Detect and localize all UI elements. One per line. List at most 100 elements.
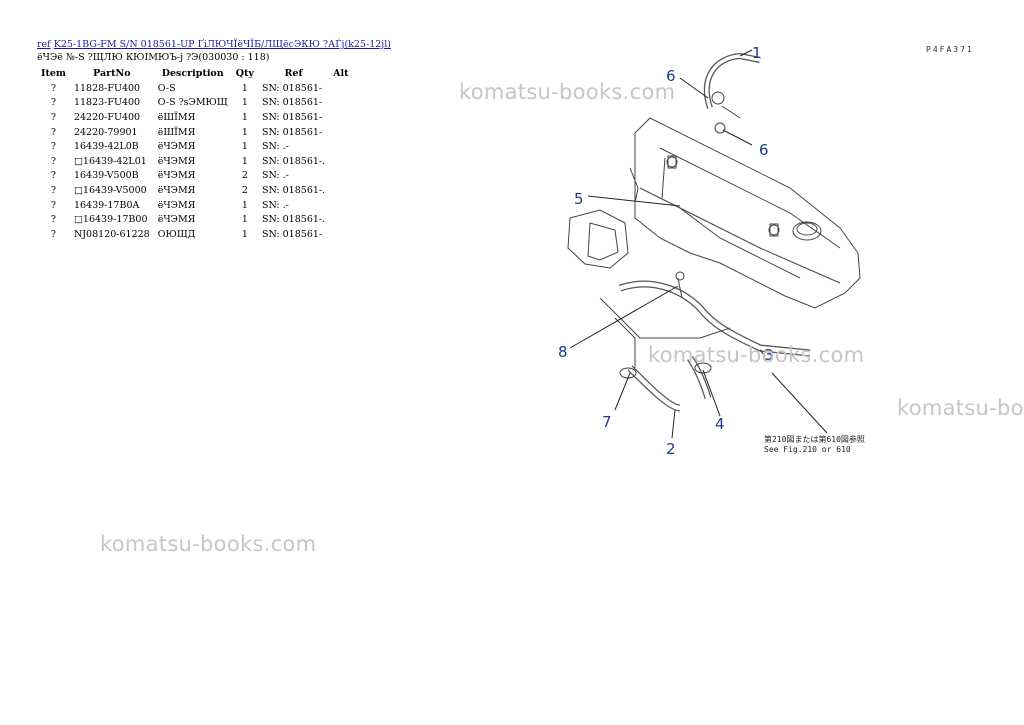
- table-row: ? 24220-FU400 ёШЇМЯ 1 SN: 018561-: [37, 110, 353, 125]
- cell-partno: □16439-17B00: [73, 214, 148, 226]
- callout-2: 2: [666, 440, 676, 458]
- cell-ref: SN: 018561-.: [261, 184, 326, 196]
- table-row: ? □16439-17B00 ёЧЭМЯ 1 SN: 018561-.: [37, 212, 353, 227]
- cell-alt: [329, 110, 352, 125]
- cell-qty: 1: [241, 141, 248, 153]
- ref-link[interactable]: ref: [37, 39, 51, 50]
- model-link[interactable]: K25-1BG-FM S/N 018561-UP ҐіЛЮЧЇёЧЇБ/ЛЩёс…: [53, 39, 391, 50]
- cell-item: ?: [50, 82, 57, 94]
- cell-ref: SN: 018561-: [261, 82, 323, 94]
- cell-alt: [329, 198, 352, 213]
- cell-desc: ёЧЭМЯ: [157, 214, 196, 226]
- col-alt: Alt: [333, 68, 349, 79]
- group-title: ёЧЭё №-S ?ЩЛЮ КЮІМЮЪ-ј ?Э(030030 : 118): [37, 52, 270, 63]
- cell-alt: [329, 81, 352, 96]
- reference-note-en: See Fig.210 or 610: [764, 445, 851, 454]
- cell-qty: 2: [241, 184, 248, 196]
- cell-alt: [329, 139, 352, 154]
- col-partno: PartNo: [93, 68, 131, 79]
- col-qty: Qty: [235, 68, 254, 79]
- watermark: komatsu-books.com: [897, 396, 1024, 420]
- watermark: komatsu-books.com: [100, 532, 317, 556]
- cell-qty: 1: [241, 155, 248, 167]
- cell-qty: 1: [241, 111, 248, 123]
- cell-partno: 24220-79901: [73, 126, 138, 138]
- callout-6a: 6: [666, 67, 676, 85]
- cell-item: ?: [50, 214, 57, 226]
- cell-desc: O-S: [157, 82, 176, 94]
- parts-diagram: 1 6 6 5 8 3 7 4 2 第210図または第610図参照 See Fi…: [558, 44, 865, 458]
- cell-qty: 1: [241, 228, 248, 240]
- cell-alt: [329, 154, 352, 169]
- cell-item: ?: [50, 228, 57, 240]
- cell-qty: 1: [241, 97, 248, 109]
- cell-qty: 1: [241, 214, 248, 226]
- cell-item: ?: [50, 155, 57, 167]
- bolt-8-outline: [677, 277, 683, 299]
- cell-partno: 16439-17B0A: [73, 199, 140, 211]
- callout-4: 4: [715, 415, 725, 433]
- cell-desc: ёШЇМЯ: [157, 111, 196, 123]
- cell-qty: 1: [241, 199, 248, 211]
- cell-alt: [329, 227, 352, 242]
- cell-partno: 24220-FU400: [73, 111, 141, 123]
- cell-alt: [329, 125, 352, 140]
- hose-1-outline: [703, 52, 761, 109]
- cell-item: ?: [50, 97, 57, 109]
- cell-desc: ОЮЩД: [157, 228, 196, 240]
- cell-ref: SN: 018561-.: [261, 214, 326, 226]
- table-row: ? 16439-42L0B ёЧЭМЯ 1 SN: .-: [37, 139, 353, 154]
- cell-item: ?: [50, 141, 57, 153]
- callout-8: 8: [558, 343, 568, 361]
- table-row: ? □16439-V5000 ёЧЭМЯ 2 SN: 018561-.: [37, 183, 353, 198]
- cell-desc: ёЧЭМЯ: [157, 155, 196, 167]
- callout-1: 1: [752, 44, 762, 62]
- cell-alt: [329, 96, 352, 111]
- cell-item: ?: [50, 199, 57, 211]
- col-ref: Ref: [284, 68, 303, 79]
- cell-ref: SN: 018561-: [261, 126, 323, 138]
- cell-desc: ёЧЭМЯ: [157, 141, 196, 153]
- callout-3: 3: [764, 346, 774, 364]
- cell-partno: NJ08120-61228: [73, 228, 150, 240]
- callout-7: 7: [602, 413, 612, 431]
- cell-partno: 16439-V500B: [73, 170, 139, 182]
- cell-qty: 1: [241, 126, 248, 138]
- cell-ref: SN: 018561-: [261, 97, 323, 109]
- callout-6b: 6: [759, 141, 769, 159]
- cell-ref: SN: .-: [261, 199, 289, 211]
- cell-partno: 11823-FU400: [73, 97, 141, 109]
- cell-qty: 1: [241, 82, 248, 94]
- cell-item: ?: [50, 170, 57, 182]
- table-row: ? 16439-17B0A ёЧЭМЯ 1 SN: .-: [37, 198, 353, 213]
- cell-ref: SN: .-: [261, 141, 289, 153]
- cell-desc: ёЧЭМЯ: [157, 199, 196, 211]
- cell-desc: ёШЇМЯ: [157, 126, 196, 138]
- col-description: Description: [161, 68, 224, 79]
- page-header: ref K25-1BG-FM S/N 018561-UP ҐіЛЮЧЇёЧЇБ/…: [37, 39, 391, 51]
- cell-ref: SN: .-: [261, 170, 289, 182]
- cell-item: ?: [50, 184, 57, 196]
- cell-partno: □16439-V5000: [73, 184, 147, 196]
- cell-alt: [329, 212, 352, 227]
- cell-desc: ёЧЭМЯ: [157, 184, 196, 196]
- callout-5: 5: [574, 190, 584, 208]
- cell-partno: □16439-42L01: [73, 155, 147, 167]
- table-header-row: Item PartNo Description Qty Ref Alt: [37, 66, 353, 81]
- figure-code: P4FA371: [926, 45, 974, 54]
- cell-item: ?: [50, 111, 57, 123]
- col-item: Item: [41, 68, 66, 79]
- cell-alt: [329, 183, 352, 198]
- cell-desc: ёЧЭМЯ: [157, 170, 196, 182]
- filler-cap-outline: [792, 221, 822, 241]
- cell-partno: 16439-42L0B: [73, 141, 139, 153]
- watermark: komatsu-books.com: [648, 343, 865, 367]
- cell-ref: SN: 018561-: [261, 111, 323, 123]
